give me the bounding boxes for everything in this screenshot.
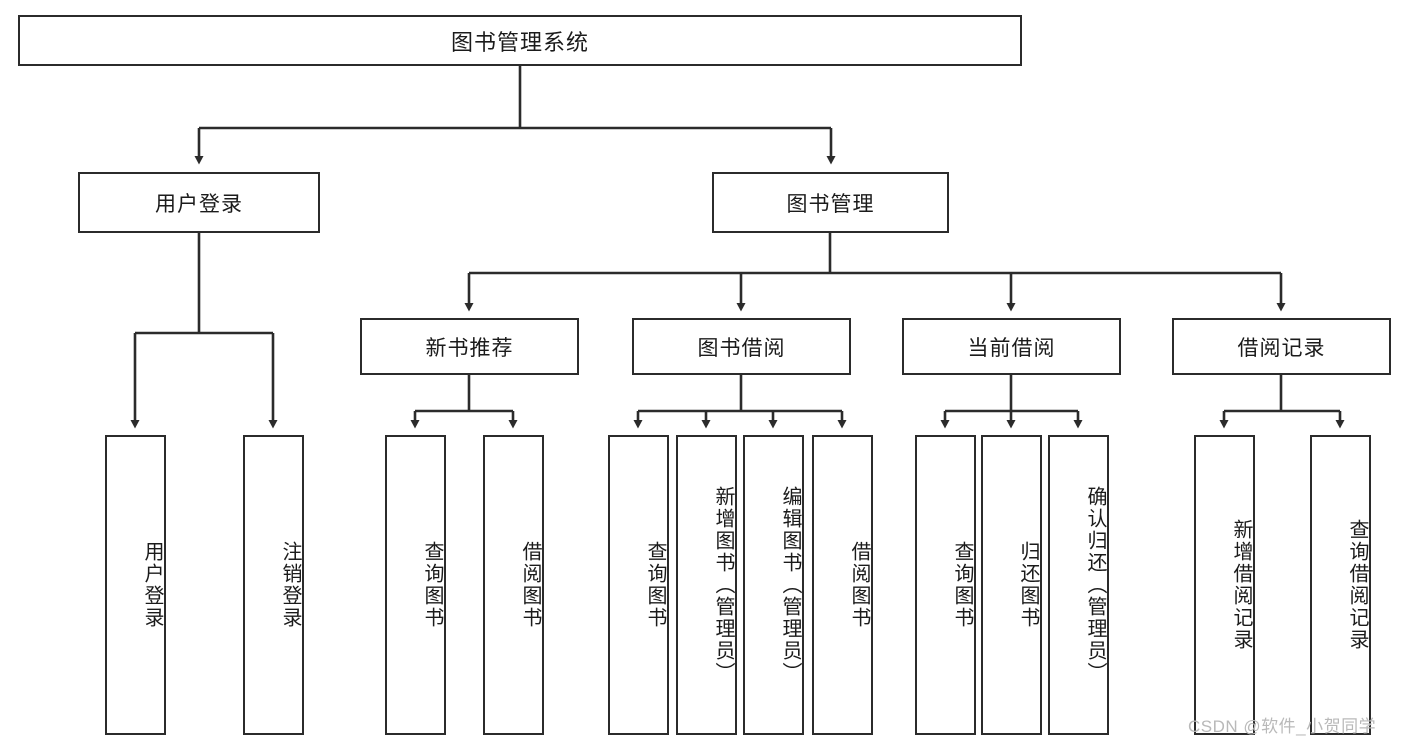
node-label: 新书推荐 — [425, 336, 514, 360]
node-leaf-query-book-3[interactable]: 查询图书 — [915, 435, 976, 735]
watermark: CSDN @软件_小贺同学 — [1188, 717, 1377, 736]
node-current-borrow[interactable]: 当前借阅 — [902, 318, 1121, 375]
node-root-system[interactable]: 图书管理系统 — [18, 15, 1022, 66]
node-label: 查询图书 — [421, 541, 443, 629]
node-leaf-user-logout[interactable]: 注销登录 — [243, 435, 304, 735]
node-leaf-borrow-book-2[interactable]: 借阅图书 — [812, 435, 873, 735]
node-label: 确认归还（管理员） — [1084, 486, 1106, 684]
node-leaf-borrow-book-1[interactable]: 借阅图书 — [483, 435, 544, 735]
node-leaf-query-book-1[interactable]: 查询图书 — [385, 435, 446, 735]
node-leaf-user-login[interactable]: 用户登录 — [105, 435, 166, 735]
node-label: 编辑图书（管理员） — [779, 486, 801, 684]
node-label: 查询借阅记录 — [1346, 519, 1368, 651]
node-leaf-return-book[interactable]: 归还图书 — [981, 435, 1042, 735]
node-label: 新增借阅记录 — [1230, 519, 1252, 651]
node-book-management[interactable]: 图书管理 — [712, 172, 949, 233]
node-label: 新增图书（管理员） — [712, 486, 734, 684]
node-new-book-recommend[interactable]: 新书推荐 — [360, 318, 579, 375]
node-label: 图书管理 — [786, 192, 875, 216]
node-leaf-add-book[interactable]: 新增图书（管理员） — [676, 435, 737, 735]
node-leaf-query-record[interactable]: 查询借阅记录 — [1310, 435, 1371, 735]
node-book-borrow[interactable]: 图书借阅 — [632, 318, 851, 375]
node-leaf-query-book-2[interactable]: 查询图书 — [608, 435, 669, 735]
node-label: 查询图书 — [951, 541, 973, 629]
node-leaf-confirm-return[interactable]: 确认归还（管理员） — [1048, 435, 1109, 735]
node-label: 当前借阅 — [967, 336, 1056, 360]
node-label: 借阅图书 — [848, 541, 870, 629]
node-label: 图书管理系统 — [450, 29, 589, 55]
node-label: 用户登录 — [141, 541, 163, 629]
node-label: 归还图书 — [1017, 541, 1039, 629]
node-label: 查询图书 — [644, 541, 666, 629]
node-label: 借阅图书 — [519, 541, 541, 629]
node-label: 注销登录 — [279, 541, 301, 629]
node-leaf-add-record[interactable]: 新增借阅记录 — [1194, 435, 1255, 735]
node-leaf-edit-book[interactable]: 编辑图书（管理员） — [743, 435, 804, 735]
node-label: 图书借阅 — [697, 336, 786, 360]
node-user-login[interactable]: 用户登录 — [78, 172, 320, 233]
node-label: 用户登录 — [155, 192, 243, 216]
node-borrow-record[interactable]: 借阅记录 — [1172, 318, 1391, 375]
node-label: 借阅记录 — [1237, 336, 1326, 360]
